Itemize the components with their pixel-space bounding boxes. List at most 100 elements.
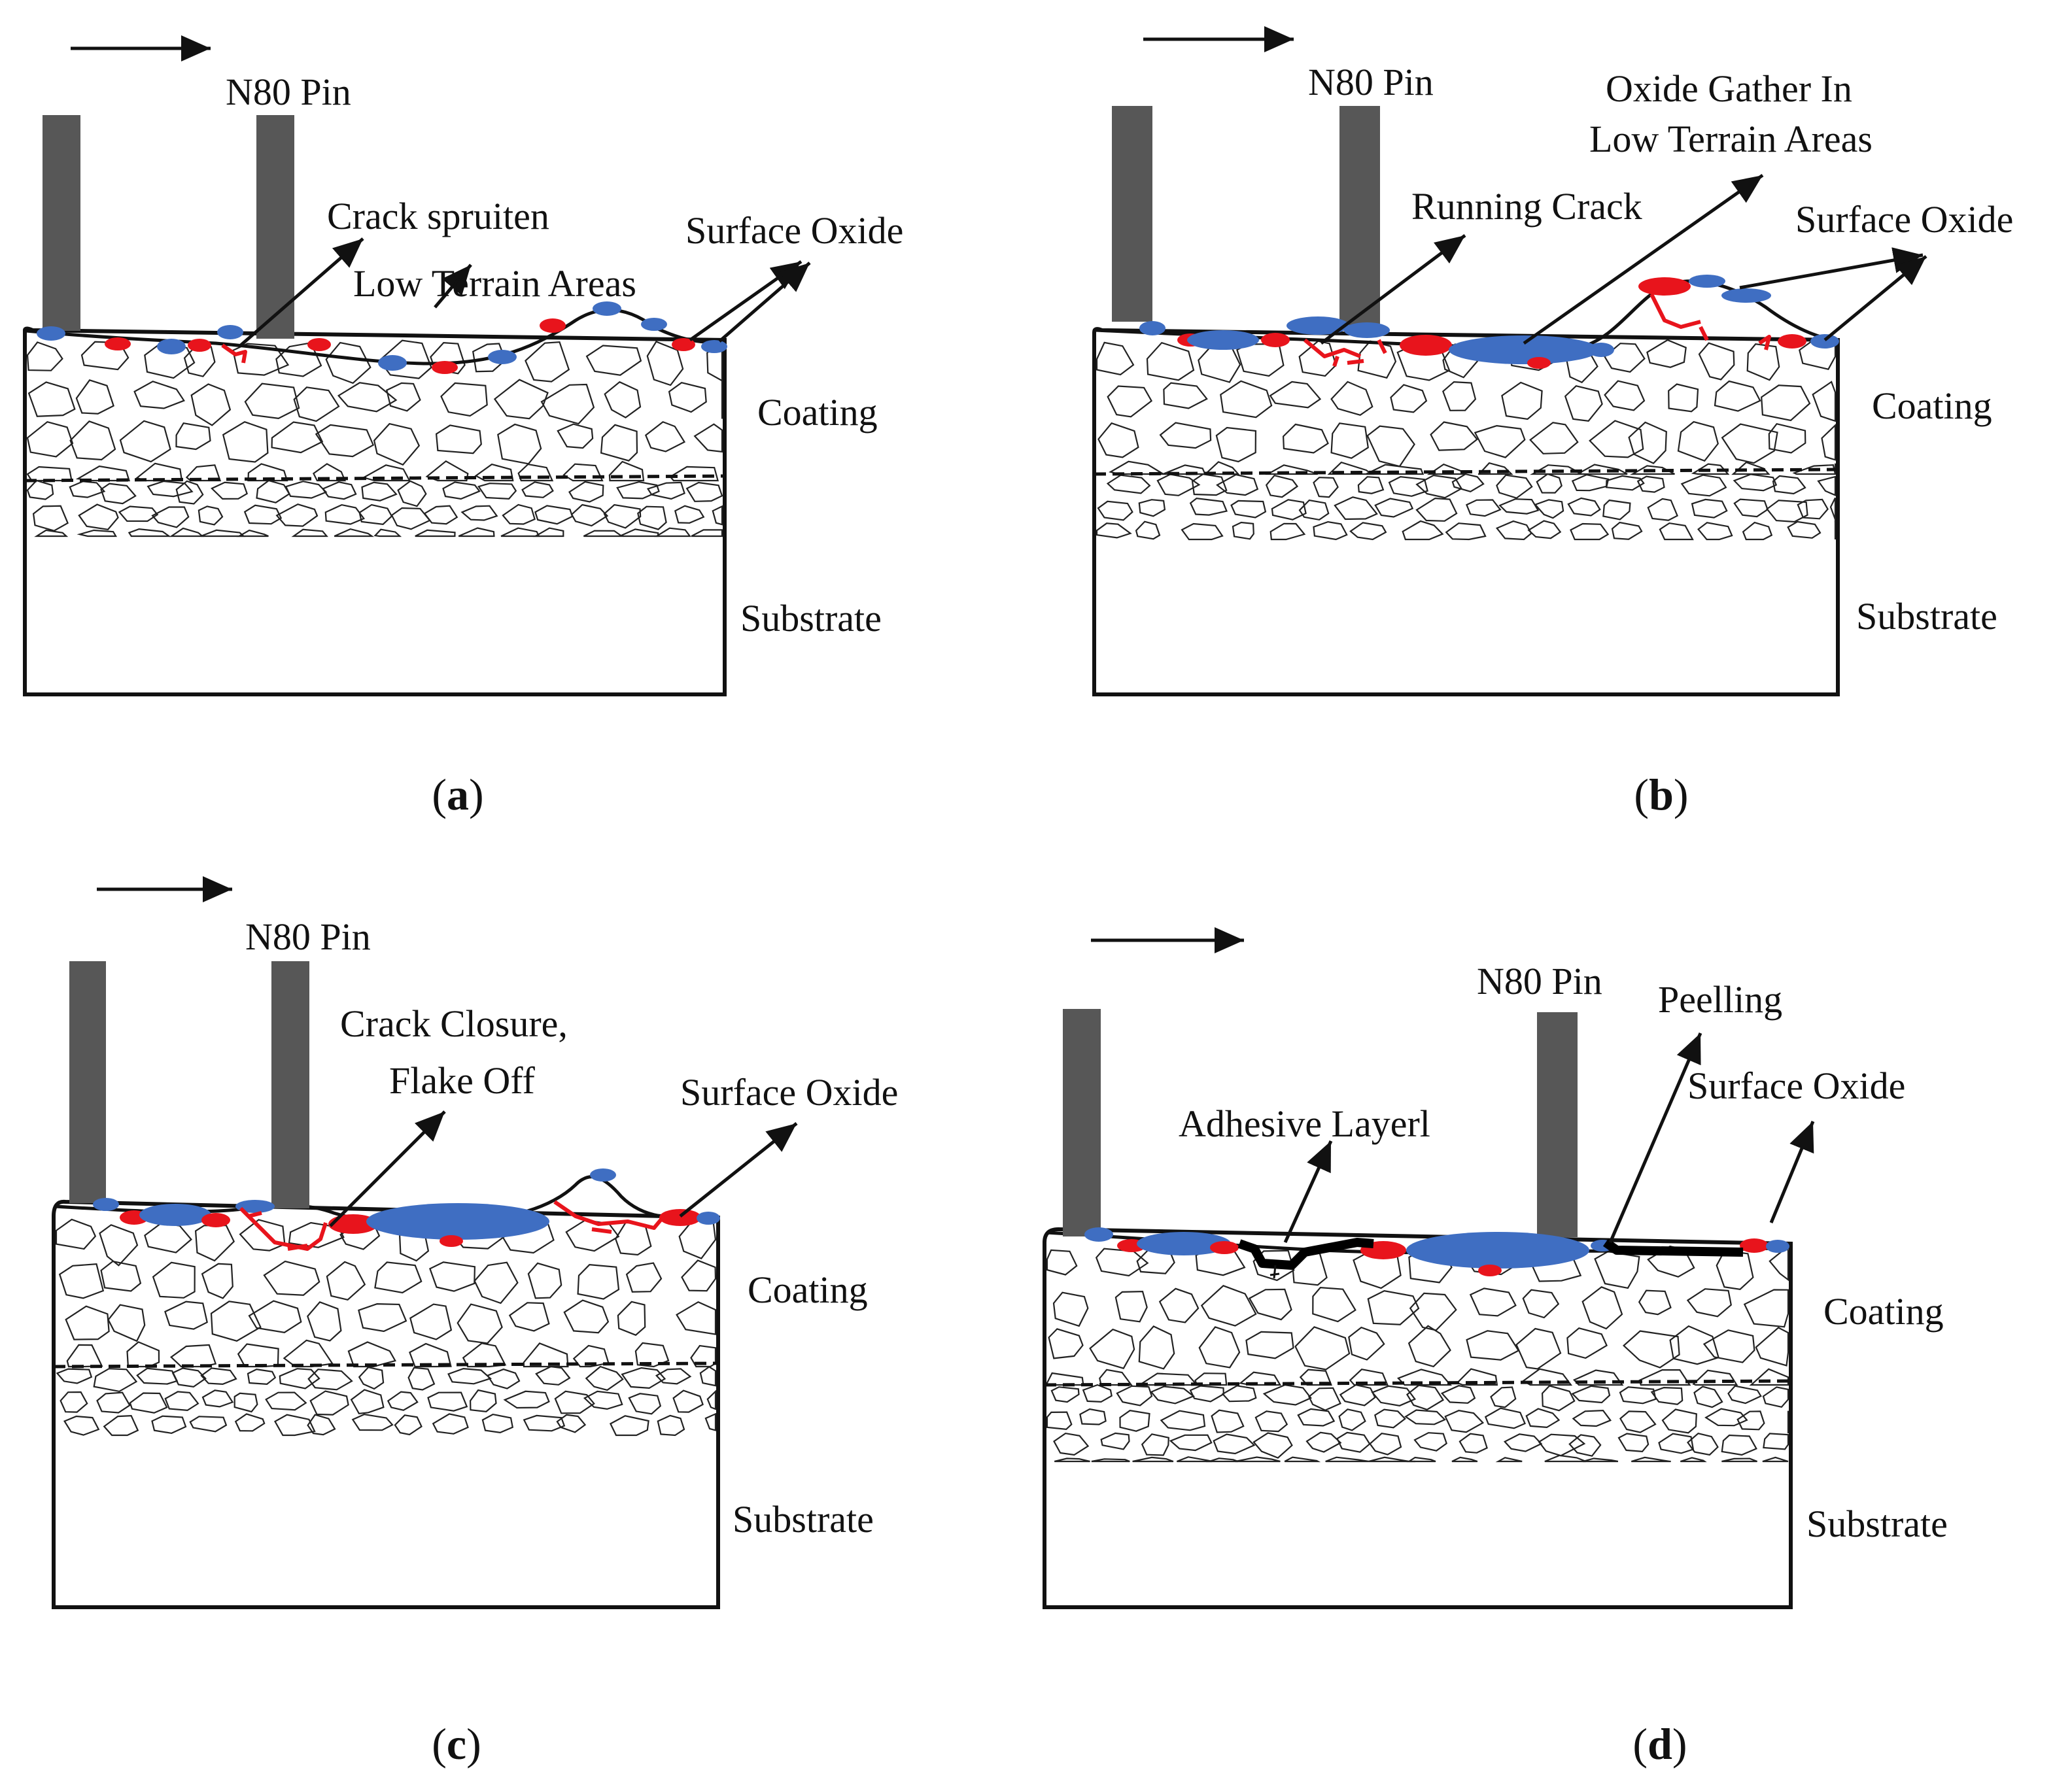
coating-substrate-interface — [24, 474, 725, 483]
coating-grain — [75, 379, 114, 415]
coating-grain — [169, 527, 205, 537]
coating-grain — [1369, 1433, 1402, 1456]
coating-grain — [1046, 1411, 1073, 1431]
coating-grain — [572, 1344, 610, 1368]
caption-a: (a) — [432, 770, 483, 819]
coating-grain — [1742, 521, 1773, 541]
coating-grain — [1650, 1386, 1684, 1405]
coating-grain — [1169, 1434, 1213, 1452]
coating-grain — [1704, 1408, 1748, 1427]
coating-grain — [1503, 1433, 1543, 1452]
coating-grain — [1336, 1431, 1371, 1453]
coating-grain — [462, 1342, 507, 1368]
caption-c: (c) — [432, 1719, 481, 1769]
coating-grain — [324, 503, 366, 525]
coating-grain — [1611, 521, 1643, 540]
coating-grain — [373, 528, 402, 537]
coating-grain — [1232, 521, 1254, 540]
coating-grain — [1525, 1408, 1561, 1429]
coating-grain — [1445, 522, 1487, 541]
coating-grain — [1669, 1325, 1719, 1365]
coating-grain — [1821, 423, 1837, 461]
coating-grain — [26, 466, 73, 482]
coating-grain — [1691, 463, 1730, 475]
coating-grain — [1096, 522, 1132, 539]
adhesive-crack — [1269, 1265, 1280, 1279]
coating-grain — [1619, 1410, 1657, 1433]
coating-grain — [637, 505, 667, 530]
coating-grain — [100, 1260, 142, 1292]
coating-grain — [1769, 1246, 1789, 1282]
coating-grain — [583, 530, 625, 537]
coating-grain — [409, 1342, 452, 1368]
coating-grain — [171, 1367, 207, 1388]
coating-grain — [1159, 422, 1212, 449]
coating-grain — [493, 379, 549, 420]
crack-closure-right — [553, 1200, 666, 1234]
peeling-layer — [1602, 1238, 1744, 1257]
coating-grains — [1096, 339, 1837, 541]
coating-grain — [435, 424, 482, 454]
coating-grain — [1749, 1368, 1789, 1386]
coating-grain — [129, 1392, 168, 1414]
coating-grain — [502, 503, 536, 525]
coating-grain — [1478, 462, 1513, 475]
coating-grain — [415, 529, 456, 537]
coating-grain — [1396, 1369, 1452, 1386]
coating-grain — [99, 1224, 139, 1267]
coating-grain — [358, 1366, 385, 1390]
coating-grain — [1444, 1410, 1485, 1433]
label-substrate: Substrate — [733, 1498, 874, 1541]
coating-grain — [337, 382, 398, 413]
oxide-particles — [1139, 275, 1839, 369]
coating-grain — [293, 386, 340, 422]
coating-grain — [440, 382, 488, 417]
label-coating: Coating — [748, 1269, 868, 1311]
coating-grain — [315, 424, 375, 458]
coating-grain — [144, 341, 196, 379]
coating-grain — [1305, 1431, 1342, 1453]
coating-grain — [469, 1389, 497, 1413]
coating-grain — [1680, 1457, 1707, 1463]
coating-grains — [55, 1218, 717, 1437]
label-oxide-gather: Oxide Gather In — [1606, 67, 1852, 110]
coating-grain — [119, 420, 171, 463]
coating-grain — [1116, 1385, 1153, 1406]
coating-grain — [69, 481, 106, 498]
coating-grain — [244, 383, 300, 420]
coating-grain — [1415, 497, 1458, 522]
coating-grain — [409, 1303, 453, 1340]
coating-grain — [1727, 1385, 1762, 1405]
coating-grain — [312, 463, 347, 482]
coating-grain — [1617, 1433, 1649, 1453]
coating-grain — [201, 1389, 234, 1408]
coating-grain — [1766, 500, 1808, 523]
coating-grain — [625, 1262, 663, 1293]
coating-grain — [1697, 522, 1733, 541]
coating-grain — [1661, 1408, 1697, 1434]
coating-grain — [1733, 498, 1769, 518]
coating-grain — [198, 505, 224, 526]
coating-grain — [1459, 1433, 1488, 1454]
coating-grain — [75, 465, 130, 482]
coating-grain — [634, 1342, 670, 1368]
coating-grain — [200, 1367, 237, 1386]
coating-grain — [430, 341, 466, 375]
coating-grain — [563, 1299, 610, 1334]
coating-grain — [1348, 1326, 1385, 1361]
coating-grain — [1216, 473, 1259, 496]
oxide-particles — [1084, 1227, 1789, 1276]
coating-grain — [1091, 1458, 1130, 1463]
coating-grain — [1054, 1457, 1090, 1463]
coating-grain — [1659, 522, 1694, 541]
oxide-particles — [37, 301, 727, 374]
coating-grain — [685, 481, 723, 502]
coating-grain — [103, 1414, 139, 1437]
coating-grain — [1269, 522, 1306, 541]
coating-grain — [621, 1367, 666, 1389]
coating-grain — [55, 1218, 97, 1250]
coating-grain — [1686, 1288, 1733, 1318]
coating-grain — [183, 342, 216, 377]
coating-grain — [291, 528, 328, 537]
